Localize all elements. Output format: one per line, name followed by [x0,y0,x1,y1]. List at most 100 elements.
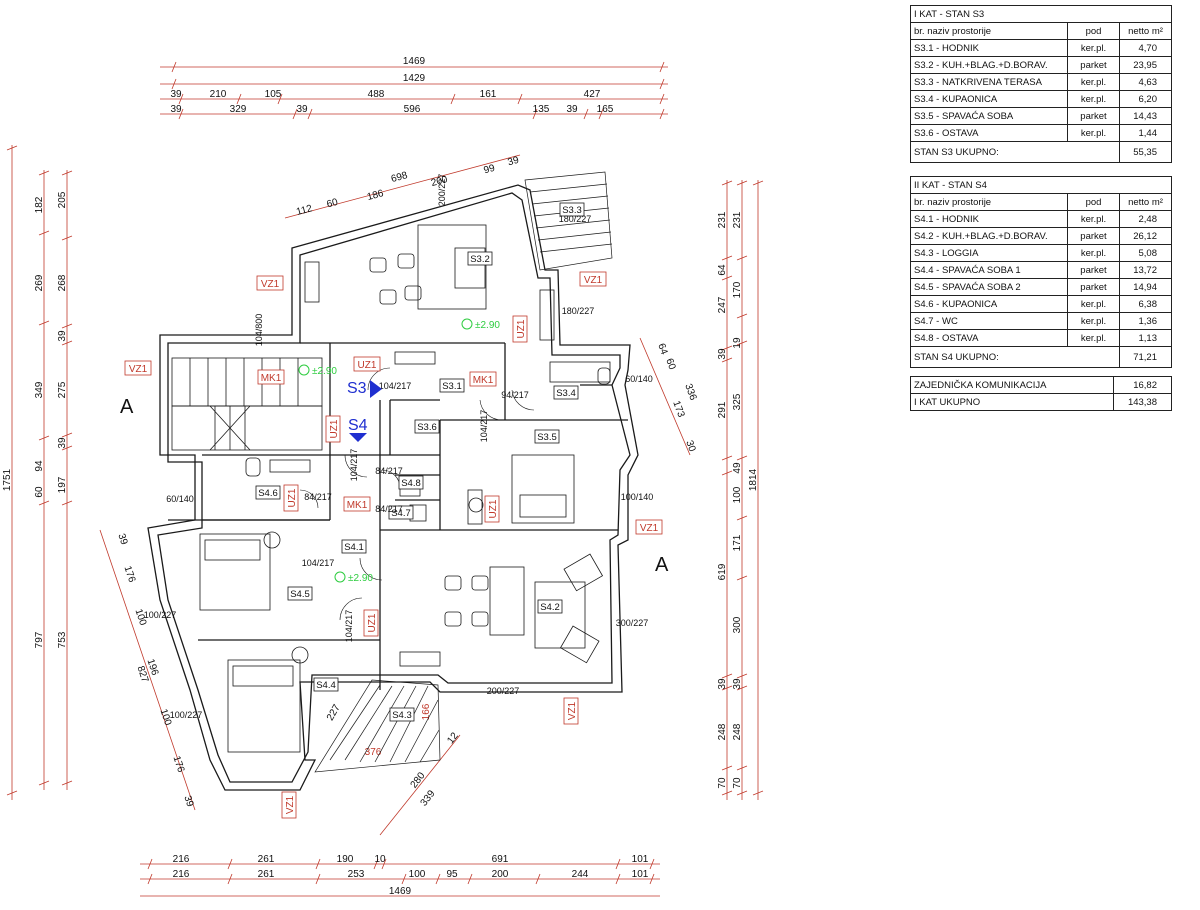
dim-right: 231 [717,211,728,228]
dim-bottom: 261 [258,869,275,880]
dim-angled: 39 [115,532,129,546]
dim-top: 135 [533,104,550,115]
dim-left: 60 [34,486,45,498]
uz1-label: UZ1 [512,315,528,343]
dim-right: 248 [732,723,743,740]
dim-angled: 200 [430,174,449,189]
dim-right: 170 [732,281,743,298]
unit-label-s4: S4 [348,417,368,434]
svg-text:S3.5: S3.5 [537,432,557,443]
opening-size: 200/227 [437,174,447,207]
svg-text:UZ1: UZ1 [488,499,499,518]
dim-top: 39 [566,104,578,115]
room-tag-s4-4: S4.4 [313,677,339,692]
dim-left: 268 [57,274,68,291]
dim-angled: 39 [181,794,195,808]
dim-top: 161 [480,89,497,100]
dim-bottom: 691 [492,854,509,865]
dim-left: 39 [57,330,68,342]
unit-markers: S3 S4 [347,380,382,442]
dim-right-side: 60 [663,357,677,372]
room-tag-s3-3: S3.3 [559,202,585,217]
vz1-label: VZ1 [563,697,579,725]
dim-angled: 166 [421,703,432,720]
dim-left: 275 [57,381,68,398]
dim-angled: 186 [366,188,385,203]
section-marker-a-right: A [655,554,669,576]
dim-left: 205 [57,191,68,208]
opening-size: 84/217 [375,466,403,476]
room-tag-s4-2: S4.2 [537,599,563,614]
svg-text:S4.5: S4.5 [290,589,310,600]
opening-size: 60/140 [625,374,653,384]
level-markers: ±2.90 ±2.90 ±2.90 [298,318,500,584]
dim-top: 39 [296,104,308,115]
svg-text:S4.7: S4.7 [391,508,411,519]
dim-right-side: 173 [670,399,686,419]
dim-angled: 176 [122,565,138,585]
dim-bottom: 100 [409,869,426,880]
door-codes: VZ1 VZ1 VZ1 VZ1 VZ1 VZ1 UZ1 UZ1 UZ1 UZ1 … [124,271,663,819]
dim-bottom: 95 [446,869,458,880]
dim-angled: 376 [365,747,382,758]
stair [171,357,323,451]
dim-top: 105 [265,89,282,100]
floor-plan: 1469 1429 39 210 105 488 161 427 39 329 … [2,56,764,897]
unit-arrow-s4 [349,433,367,442]
dim-angled: 196 [145,658,161,678]
dim-top: 39 [170,89,182,100]
opening-size: 100/140 [621,492,654,502]
dim-right: 70 [717,777,728,789]
dim-top: 165 [597,104,614,115]
svg-text:S3.1: S3.1 [442,381,462,392]
svg-text:VZ1: VZ1 [584,275,603,286]
svg-text:UZ1: UZ1 [329,419,340,438]
unit-label-s3: S3 [347,380,367,397]
dim-bottom: 216 [173,869,190,880]
dim-right: 619 [717,563,728,580]
room-tag-s4-6: S4.6 [255,485,281,500]
uz1-label: UZ1 [484,495,500,523]
dim-angled: 176 [171,755,187,775]
svg-text:S4.4: S4.4 [316,680,336,691]
room-tag-s3-2: S3.2 [467,251,493,266]
dim-right: 231 [732,211,743,228]
dim-right: 39 [717,678,728,690]
level-marker: ±2.90 [461,318,500,331]
dim-right: 325 [732,393,743,410]
svg-text:±2.90: ±2.90 [312,366,337,377]
uz1-label: UZ1 [283,484,299,512]
opening-size: 94/217 [501,390,529,400]
mk1-label: MK1 [257,369,285,385]
opening-size: 84/217 [375,504,403,514]
dim-angled: 39 [507,155,521,169]
svg-text:VZ1: VZ1 [261,279,280,290]
column-header: pod [1067,22,1120,40]
walls [147,184,639,791]
dim-left: 94 [34,460,45,472]
svg-text:S4.8: S4.8 [401,478,421,489]
opening-size: 104/217 [302,558,335,568]
dim-top: 210 [210,89,227,100]
room-tag-s3-6: S3.6 [414,419,440,434]
opening-size: 104/217 [344,610,354,643]
room-tag-s3-1: S3.1 [439,378,465,393]
dim-left: 197 [57,476,68,493]
opening-size: 60/140 [166,494,194,504]
column-header: pod [1067,193,1120,211]
dim-left: 182 [34,196,45,213]
dim-angled: 100 [158,708,174,728]
svg-text:UZ1: UZ1 [516,319,527,338]
dim-right: 39 [732,678,743,690]
dim-top: 329 [230,104,247,115]
furniture [199,224,611,753]
svg-text:UZ1: UZ1 [367,613,378,632]
dim-left: 269 [34,274,45,291]
